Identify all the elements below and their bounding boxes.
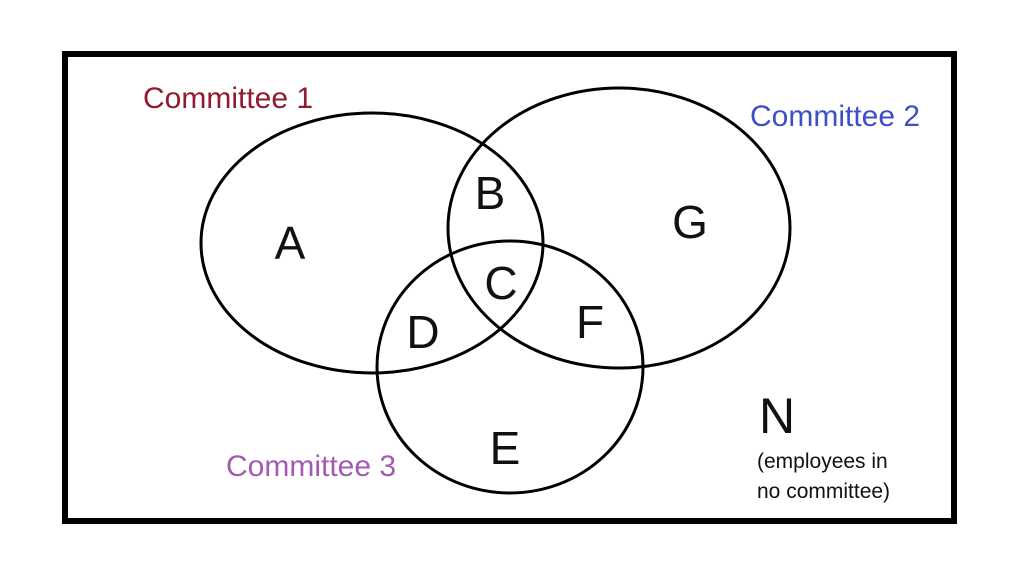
committee2-ellipse <box>446 86 792 370</box>
committee3-ellipse <box>375 239 645 495</box>
region-b-label: B <box>474 167 506 219</box>
region-d-label: D <box>406 306 440 358</box>
region-f-label: F <box>575 296 605 348</box>
no-committee-caption-line-1: (employees in <box>757 450 888 473</box>
region-g-label: G <box>672 196 708 248</box>
region-n-label: N <box>758 388 796 444</box>
no-committee-caption: (employees in no committee) <box>757 447 890 507</box>
committee3-label: Committee 3 <box>226 450 397 483</box>
committee1-ellipse <box>199 111 545 375</box>
region-a-label: A <box>274 217 306 269</box>
committee2-label: Committee 2 <box>750 100 921 133</box>
region-c-label: C <box>484 257 518 309</box>
no-committee-caption-line-2: no committee) <box>757 480 891 504</box>
region-e-label: E <box>489 422 521 474</box>
committee1-label: Committee 1 <box>143 82 314 115</box>
